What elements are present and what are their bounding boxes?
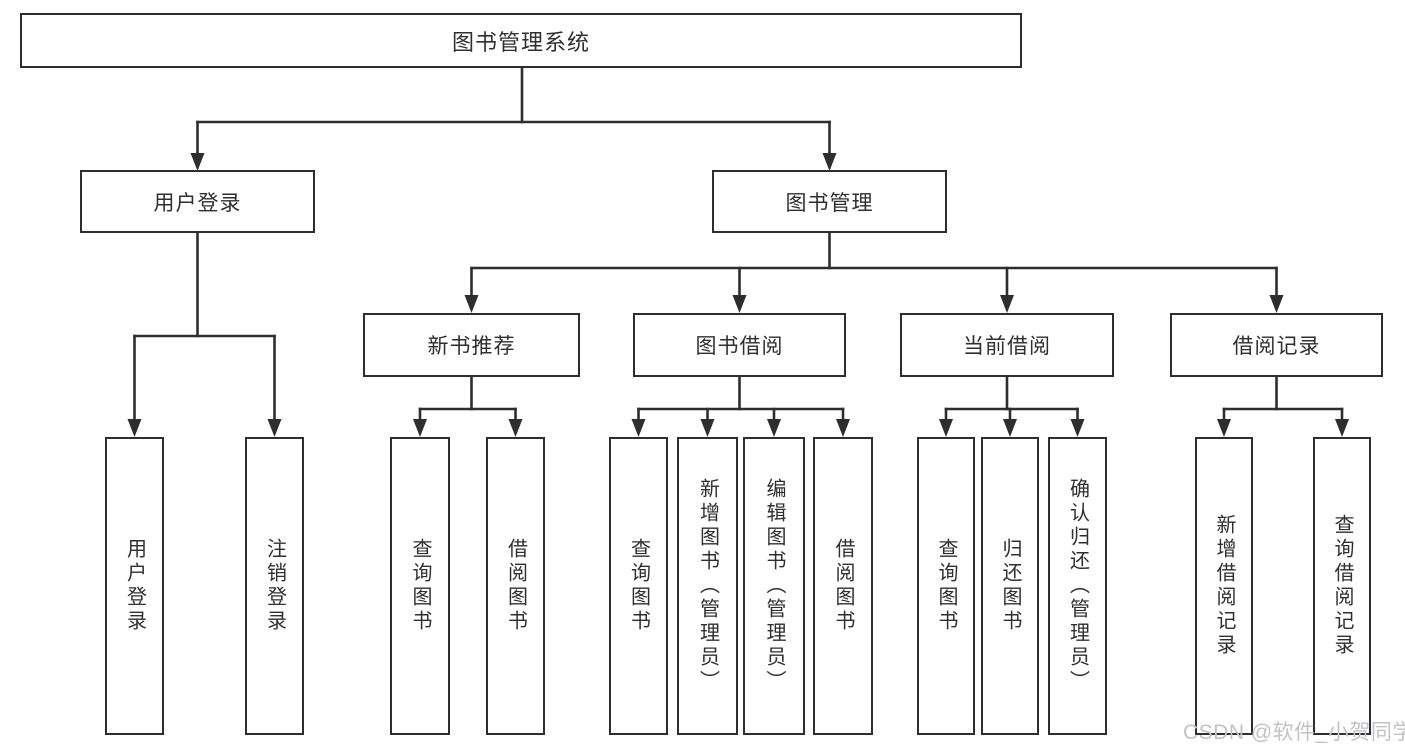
node-library-management-system: 图书管理系统 <box>20 13 1022 68</box>
node-book-management: 图书管理 <box>712 170 947 233</box>
node-label: 查询图书 <box>935 538 957 634</box>
node-label: 当前借阅 <box>963 335 1051 358</box>
node-user-login: 用户登录 <box>80 170 315 233</box>
node-label: 新书推荐 <box>427 335 516 358</box>
leaf-edit-books-admin: 编辑图书（管理员） <box>743 437 805 735</box>
leaf-add-borrow-record: 新增借阅记录 <box>1195 437 1253 735</box>
leaf-user-login: 用户登录 <box>105 437 164 735</box>
node-label: 查询图书 <box>627 538 650 634</box>
node-label: 借阅图书 <box>832 538 854 634</box>
leaf-query-books-borrowing: 查询图书 <box>609 437 668 735</box>
leaf-add-books-admin: 新增图书（管理员） <box>677 437 738 735</box>
leaf-query-books-recommend: 查询图书 <box>390 437 450 735</box>
leaf-borrow-books-recommend: 借阅图书 <box>486 437 545 735</box>
node-label: 用户登录 <box>123 538 146 634</box>
leaf-query-books-current: 查询图书 <box>917 437 975 735</box>
leaf-query-borrow-record: 查询借阅记录 <box>1313 437 1371 735</box>
leaf-confirm-return-admin: 确认归还（管理员） <box>1048 437 1107 735</box>
connector-current-borrowing <box>939 375 1085 437</box>
node-label: 注销登录 <box>263 538 286 634</box>
leaf-return-books: 归还图书 <box>981 437 1039 735</box>
node-current-borrowing: 当前借阅 <box>900 313 1114 377</box>
node-label: 用户登录 <box>153 191 242 215</box>
node-label: 新增借阅记录 <box>1213 514 1235 658</box>
node-borrowing-records: 借阅记录 <box>1170 313 1383 377</box>
connector-book-management <box>464 231 1284 313</box>
connector-borrowing-records <box>1217 375 1349 437</box>
node-label: 确认归还（管理员） <box>1066 478 1089 694</box>
node-label: 图书管理系统 <box>451 29 590 55</box>
node-new-book-recommendation: 新书推荐 <box>363 313 580 377</box>
node-label: 图书管理 <box>785 191 874 215</box>
node-book-borrowing: 图书借阅 <box>633 313 846 377</box>
node-label: 借阅记录 <box>1232 335 1321 358</box>
connector-root <box>190 66 837 171</box>
leaf-borrow-books: 借阅图书 <box>813 437 873 735</box>
connector-new-book-recommendation <box>413 375 523 437</box>
node-label: 编辑图书（管理员） <box>763 478 785 694</box>
node-label: 新增图书（管理员） <box>696 478 719 694</box>
leaf-logout: 注销登录 <box>245 437 304 735</box>
connector-book-borrowing <box>631 375 850 437</box>
node-label: 查询图书 <box>409 538 431 634</box>
node-label: 图书借阅 <box>695 335 784 358</box>
node-label: 归还图书 <box>999 538 1021 634</box>
csdn-watermark: CSDN @软件_小贺同学 <box>1183 721 1405 744</box>
node-label: 借阅图书 <box>504 538 527 634</box>
node-label: 查询借阅记录 <box>1331 514 1353 658</box>
connector-user-login <box>127 231 282 437</box>
